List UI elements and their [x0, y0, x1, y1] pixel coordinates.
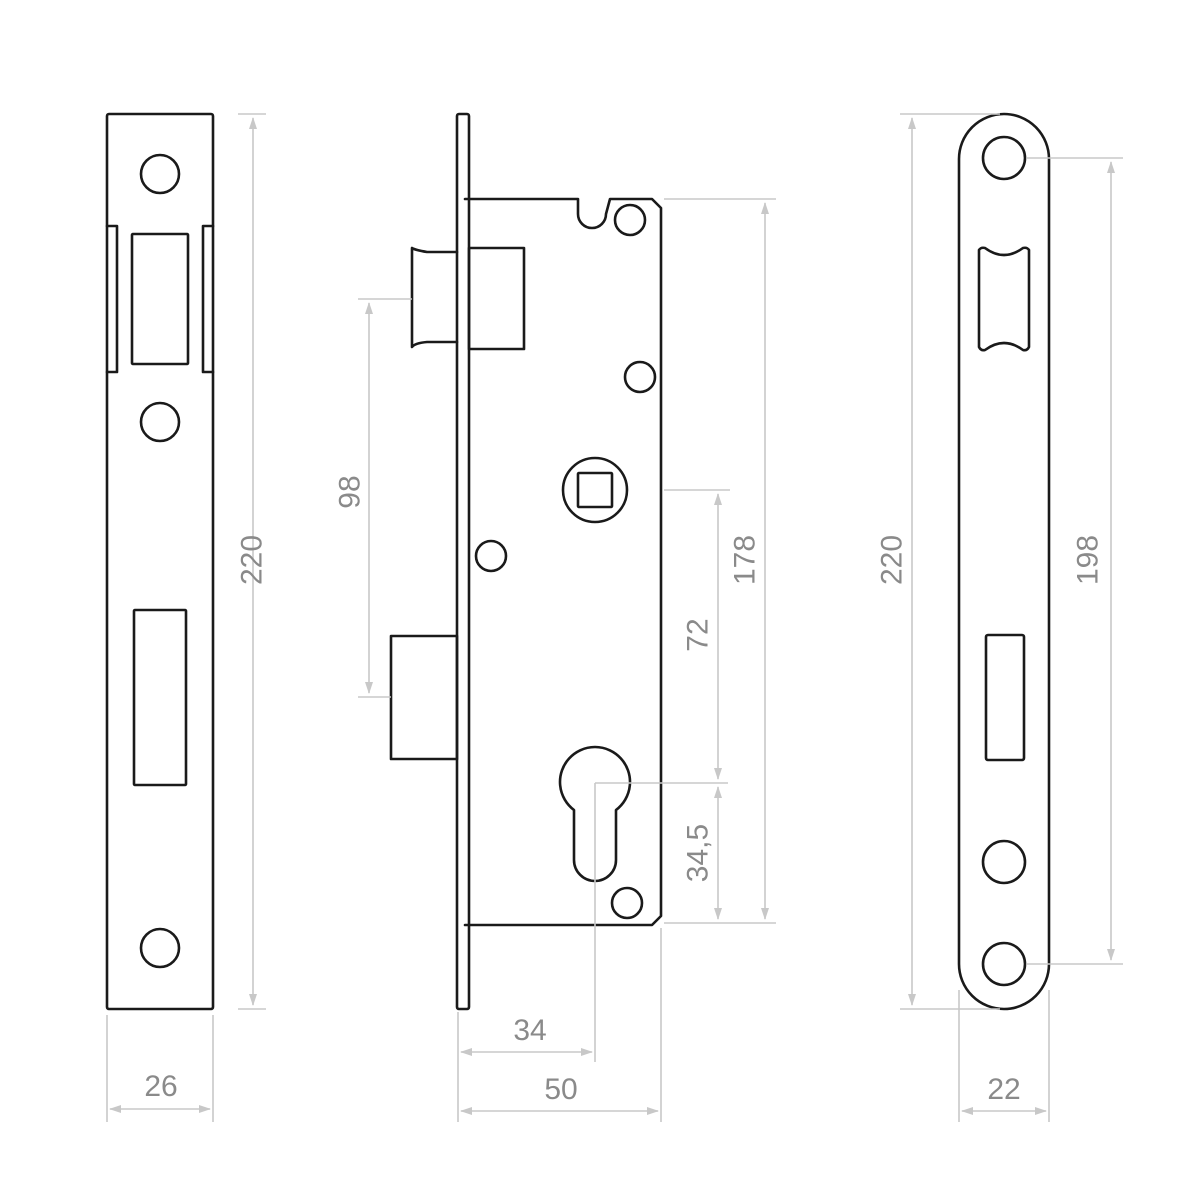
strike-screw-hole-1: [981, 135, 1027, 181]
lock-deadbolt: [389, 634, 459, 761]
cylinder-to-bottom-label: 34,5: [682, 824, 715, 882]
lock-cylinder-hole: [558, 745, 632, 883]
lock-front-plate: [455, 112, 471, 1011]
faceplate-screw-hole-bottom: [139, 927, 181, 969]
case-depth-label: 50: [544, 1073, 577, 1106]
lock-spindle-square: [576, 471, 614, 509]
lock-fixing-hole-bottom: [610, 886, 644, 920]
lock-fixing-hole-top: [613, 203, 647, 237]
faceplate-width-label: 26: [144, 1070, 177, 1103]
faceplate-screw-hole-middle: [139, 401, 181, 443]
lock-latch-body: [467, 246, 526, 351]
faceplate-height-label: 220: [236, 535, 269, 585]
faceplate-view: 220 26: [105, 112, 269, 1122]
strike-plate-view: 220 198 22: [876, 112, 1123, 1122]
lock-fixing-hole-upper-right: [623, 360, 657, 394]
strike-latch-opening: [977, 246, 1031, 352]
lock-body-view: 98 178 72 34,5 34 50: [334, 112, 776, 1122]
faceplate-screw-hole-top: [139, 153, 181, 195]
strike-width-label: 22: [987, 1073, 1020, 1106]
latch-to-bolt-label: 98: [334, 475, 367, 508]
lock-fixing-hole-left: [474, 539, 508, 573]
faceplate-right-recess: [201, 224, 215, 374]
strike-bolt-opening: [984, 633, 1026, 762]
case-height-label: 178: [729, 535, 762, 585]
faceplate-outline: [105, 112, 215, 1011]
strike-screw-hole-2: [981, 839, 1027, 885]
strike-hole-spacing-label: 198: [1072, 535, 1105, 585]
lock-case-outline: [463, 197, 663, 927]
lock-latch-tongue: [410, 246, 459, 349]
strike-screw-hole-3: [981, 941, 1027, 987]
strike-height-label: 220: [876, 535, 909, 585]
lock-spindle-hub: [561, 456, 629, 524]
backset-label: 34: [513, 1014, 546, 1047]
faceplate-bolt-slot: [132, 608, 188, 787]
faceplate-left-recess: [105, 224, 119, 374]
strike-plate-outline: [957, 112, 1051, 1011]
spindle-to-cylinder-label: 72: [682, 618, 715, 651]
faceplate-latch-slot: [130, 232, 190, 366]
